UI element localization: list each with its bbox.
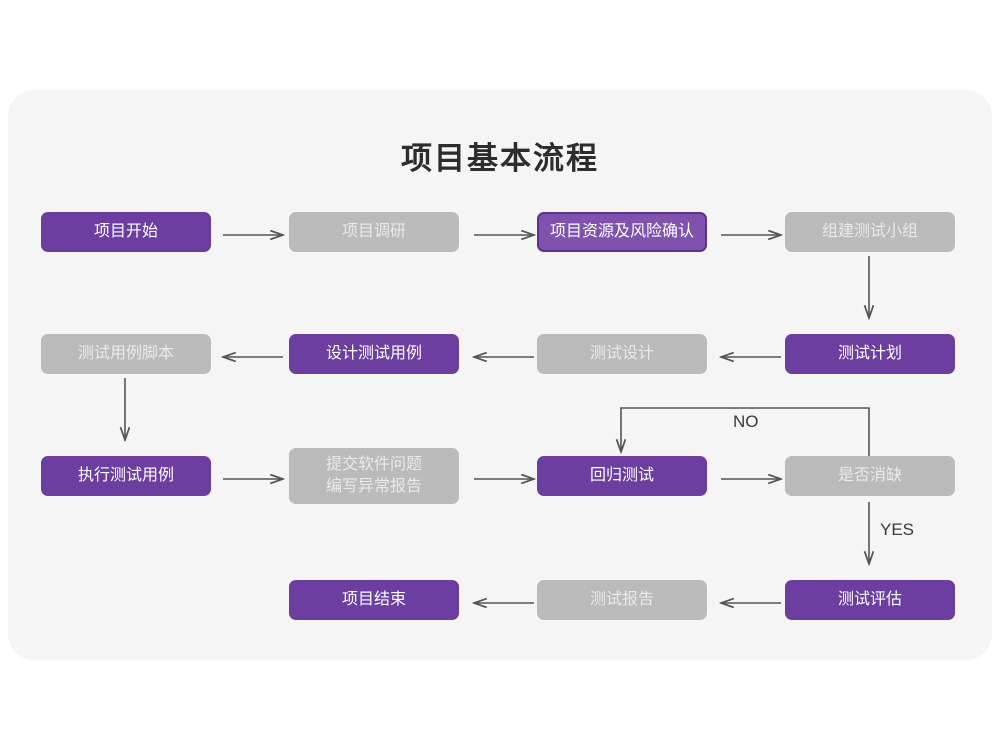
node-label: 组建测试小组 [821,223,918,241]
node-label-line-1: 提交软件问题 [325,456,422,474]
node-label: 测试计划 [837,345,902,363]
flowchart-card: 项目基本流程 项目开始 项目调 [8,90,992,660]
node-label: 项目开始 [93,223,158,241]
node-label: 测试报告 [589,591,654,609]
node-test-report[interactable]: 测试报告 [537,580,707,620]
node-form-test-team[interactable]: 组建测试小组 [785,212,955,252]
node-label: 是否消缺 [837,467,902,485]
node-submit-issues-report[interactable]: 提交软件问题 编写异常报告 [289,448,459,504]
node-label: 回归测试 [589,467,654,485]
node-test-evaluation[interactable]: 测试评估 [785,580,955,620]
node-defect-resolved-decision[interactable]: 是否消缺 [785,456,955,496]
node-design-test-cases[interactable]: 设计测试用例 [289,334,459,374]
edge-label-no: NO [733,412,759,431]
node-resource-risk-confirm[interactable]: 项目资源及风险确认 [537,212,707,252]
node-label: 执行测试用例 [77,467,174,485]
node-execute-test-cases[interactable]: 执行测试用例 [41,456,211,496]
node-test-case-script[interactable]: 测试用例脚本 [41,334,211,374]
node-label: 项目资源及风险确认 [549,223,694,241]
node-label: 测试用例脚本 [77,345,174,363]
page-title: 项目基本流程 [401,141,599,176]
node-project-end[interactable]: 项目结束 [289,580,459,620]
node-project-start[interactable]: 项目开始 [41,212,211,252]
node-label: 项目调研 [341,223,406,241]
node-project-research[interactable]: 项目调研 [289,212,459,252]
node-test-plan[interactable]: 测试计划 [785,334,955,374]
node-test-design[interactable]: 测试设计 [537,334,707,374]
node-label: 设计测试用例 [325,345,422,363]
node-label: 测试评估 [837,591,902,609]
node-label: 项目结束 [341,591,406,609]
node-regression-test[interactable]: 回归测试 [537,456,707,496]
node-label: 测试设计 [589,345,654,363]
node-label-line-2: 编写异常报告 [325,478,422,495]
edge-label-yes: YES [880,520,915,539]
